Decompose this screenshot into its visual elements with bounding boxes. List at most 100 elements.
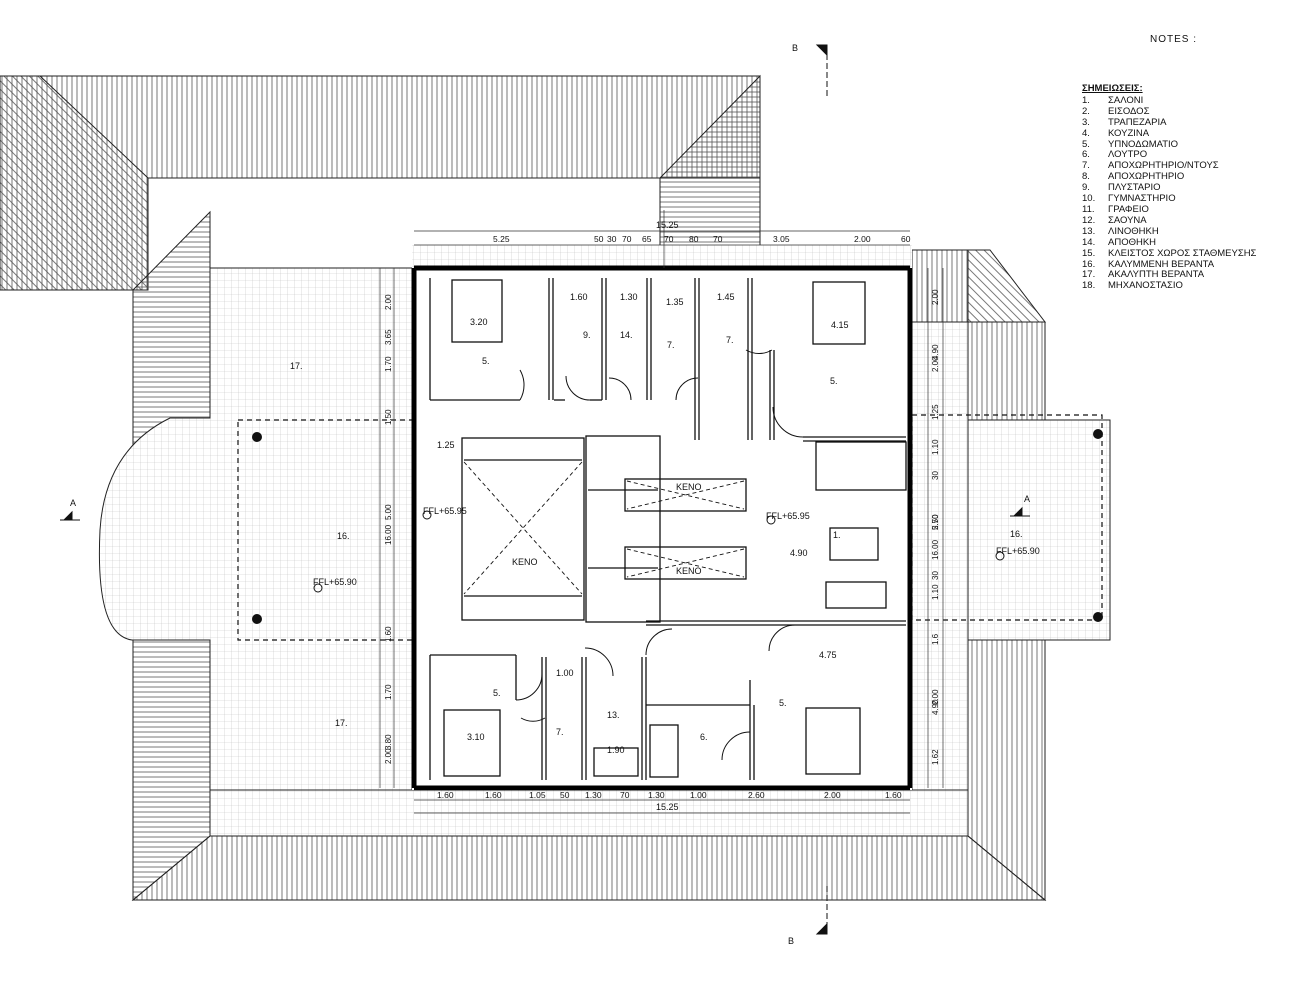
dim-right-9: 30 [931,571,940,580]
outer-walls [411,265,913,791]
legend-item: 16. ΚΑΛΥΜΜΕΝΗ ΒΕΡΑΝΤΑ [1082,258,1297,271]
legend-item: 7. ΑΠΟΧΩΡΗΤΗΡΙΟ/ΝΤΟΥΣ [1082,160,1297,172]
legend-item-number: 12. [1082,214,1096,226]
legend-item: 14.ΑΠΟΘΗΚΗ [1082,236,1297,249]
dim-bottom-seg-6: 1.30 [648,790,665,800]
void-label-stairwell: ΚΕΝΟ [512,557,538,567]
room-dim-bed-ne: 4.15 [831,320,849,330]
legend-item: 8.ΑΠΟΧΩΡΗΤΗΡΙΟ [1082,171,1297,183]
dim-right-0: 2.00 [931,289,940,305]
room-number-living: 1. [833,530,841,540]
dim-left-5: 16.00 [384,524,393,545]
dim-bottom-seg-7: 1.00 [690,790,707,800]
section-markers [60,44,1030,935]
level-markers [313,510,1005,593]
room-number-wc-c: 7. [556,727,564,737]
legend-item: 4.ΚΟΥΖΙΝΑ [1082,127,1297,140]
legend-item-number: 14. [1082,236,1096,248]
legend-item-number: 2. [1082,105,1090,117]
dim-bottom-seg-3: 50 [560,790,570,800]
room-number-bed-ne: 5. [830,376,838,386]
dim-left-9: 2.00 [384,748,393,764]
floor-slab [412,268,912,790]
legend-item-number: 7. [1082,160,1090,172]
dim-bottom-seg-1: 1.60 [485,790,502,800]
dim-top-seg-6: 80 [689,234,699,244]
dim-right-7: 5.50 [931,514,940,530]
legend-item-number: 17. [1082,269,1096,281]
legend-item-label: ΓΥΜΝΑΣΤΗΡΙΟ [1108,193,1176,205]
notes-header: NOTES : [1150,34,1198,45]
covered-label-e: 16. [1010,529,1023,539]
terrace-north [412,245,912,268]
dim-top-seg-4: 65 [642,234,652,244]
legend-item: 6.ΛΟΥΤΡΟ [1082,150,1297,161]
section-label-b-bottom: B [788,936,794,946]
legend-item-label: ΣΑΛΟΝΙ [1108,94,1144,106]
legend-item-label: ΑΚΑΛΥΠΤΗ ΒΕΡΑΝΤΑ [1108,269,1205,281]
legend-item-number: 8. [1082,171,1090,183]
dim-top-seg-8: 3.05 [773,234,790,244]
legend-item: 18.ΜΗΧΑΝΟΣΤΑΣΙΟ [1082,280,1297,292]
legend-item-label: ΑΠΟΧΩΡΗΤΗΡΙΟ/ΝΤΟΥΣ [1108,160,1219,172]
room-number-bath: 6. [700,732,708,742]
legend-item-number: 9. [1082,182,1090,194]
door-swings [515,349,804,761]
legend-item-label: ΥΠΝΟΔΩΜΑΤΙΟ [1108,138,1179,150]
legend-item-number: 6. [1082,149,1090,161]
legend-item-label: ΚΑΛΥΜΜΕΝΗ ΒΕΡΑΝΤΑ [1108,258,1215,270]
column [252,614,262,624]
dim-left-col: 2.003.651.701.505.0016.001.601.703.802.0… [384,294,393,764]
column [252,432,262,442]
legend-item: 10. ΓΥΜΝΑΣΤΗΡΙΟ [1082,193,1297,205]
dim-left-4: 5.00 [384,504,393,520]
legend-item-label: ΕΙΣΟΔΟΣ [1108,105,1150,117]
legend-item-label: ΓΡΑΦΕΙΟ [1108,203,1149,215]
dim-top-seg-9: 2.00 [854,234,871,244]
dim-right-10: 1.10 [931,584,940,600]
dim-bottom-seg-2: 1.05 [529,790,546,800]
room-dim-wc-b: 1.45 [717,292,735,302]
dim-bottom-seg-9: 2.00 [824,790,841,800]
legend-item-number: 13. [1082,225,1096,237]
room-dim-linen: 1.90 [607,745,625,755]
legend-item-number: 5. [1082,138,1090,150]
roof-ne-edge [967,249,1047,323]
legend-item: 13.ΛΙΝΟΘΗΚΗ [1082,225,1297,238]
covered-veranda-west [237,419,414,641]
dim-bottom-seg-5: 70 [620,790,630,800]
legend-item: 11.ΓΡΑΦΕΙΟ [1082,203,1297,216]
dim-right-8: 16.00 [931,539,940,560]
wall-lines [429,278,907,780]
dim-left-2: 1.70 [384,356,393,372]
legend-item-number: 16. [1082,258,1096,270]
legend-item-number: 1. [1082,94,1090,106]
dim-top-total: 15.25 [656,220,679,230]
column [1093,429,1103,439]
section-label-a-right: A [1024,494,1030,504]
dim-bottom-seg-4: 1.30 [585,790,602,800]
section-label-a-left: A [70,498,76,508]
room-dim-bed-sw: 3.10 [467,732,485,742]
level-label-w-terrace: FFL+65.90 [313,577,357,587]
dim-top-seg-0: 5.25 [493,234,510,244]
dim-right-13: 4.90 [931,699,940,715]
dim-right-14: 1.62 [931,749,940,765]
dim-left-0: 2.00 [384,294,393,310]
legend-item: 15.ΚΛΕΙΣΤΟΣ ΧΩΡΟΣ ΣΤΑΘΜΕΥΣΗΣ [1082,248,1297,260]
room-number-wc-b: 7. [726,335,734,345]
room-number-bed-se: 5. [779,698,787,708]
room-number-bed-nw: 5. [482,356,490,366]
legend-item: 3.ΤΡΑΠΕΖΑΡΙΑ [1082,117,1297,129]
legend-title: ΣΗΜΕΙΩΣΕΙΣ: [1082,83,1143,94]
legend-item: 1. ΣΑΛΟΝΙ [1082,94,1297,107]
legend-item: 9.ΠΛΥΣΤΑΡΙΟ [1082,182,1297,194]
dim-right-11: 1.6 [931,633,940,645]
dim-right-12: 2.00 [931,689,940,705]
legend-item-number: 10. [1082,193,1096,205]
dim-top-seg-7: 70 [713,234,723,244]
legend-item-number: 4. [1082,127,1090,139]
